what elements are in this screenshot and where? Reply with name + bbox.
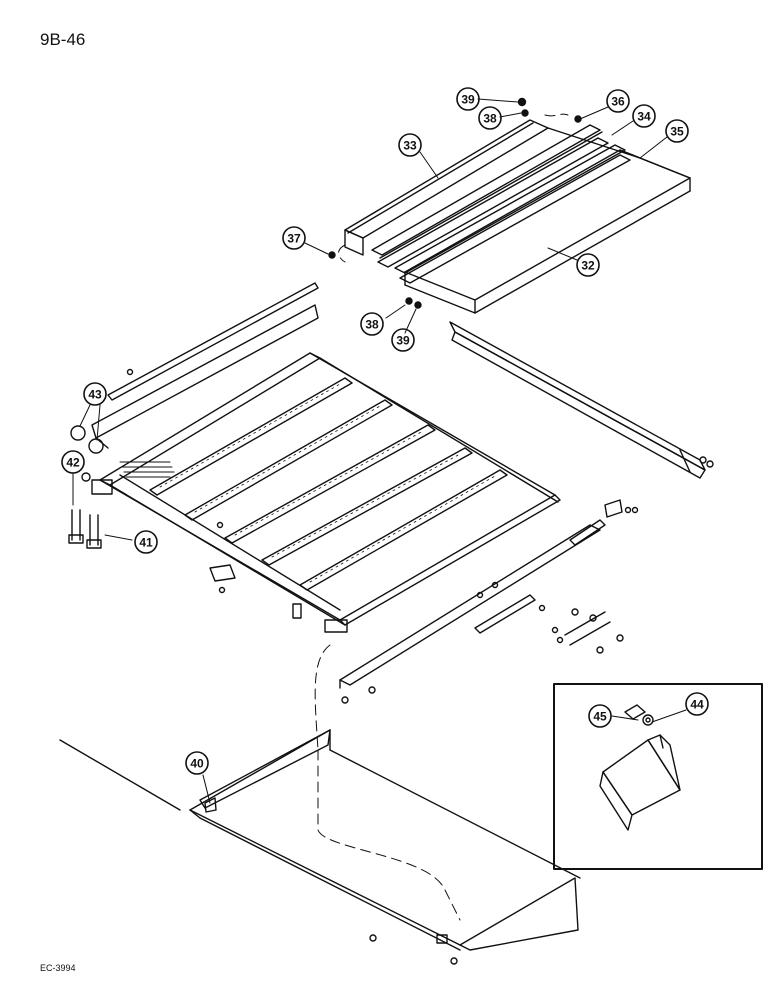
callout-label: 43 [88, 388, 102, 402]
callout-43: 43 [83, 382, 107, 406]
callout-label: 34 [637, 110, 651, 124]
callout-39-lower: 39 [391, 328, 415, 352]
callout-label: 35 [670, 125, 684, 139]
callout-35: 35 [665, 119, 689, 143]
arm-assembly [339, 499, 639, 704]
callout-label: 37 [287, 232, 301, 246]
callouts: 39 38 36 34 35 33 37 32 [61, 87, 709, 775]
callout-36: 36 [606, 89, 630, 113]
callout-32: 32 [576, 253, 600, 277]
callout-41: 41 [134, 530, 158, 554]
callout-40: 40 [185, 751, 209, 775]
page-code: 9B-46 [40, 30, 86, 49]
sieve-pan-32 [404, 149, 691, 314]
callout-label: 33 [403, 139, 417, 153]
drawing-code: EC-3994 [40, 963, 76, 973]
callout-label: 44 [690, 698, 704, 712]
callout-39: 39 [456, 87, 480, 111]
callout-44: 44 [685, 692, 709, 716]
callout-label: 38 [483, 112, 497, 126]
callout-label: 32 [581, 259, 595, 273]
bottom-pan [59, 729, 581, 965]
angle-rail-right [449, 321, 714, 479]
callout-label: 39 [396, 334, 410, 348]
callout-45: 45 [588, 704, 612, 728]
callout-label: 38 [365, 318, 379, 332]
callout-label: 41 [139, 536, 153, 550]
sieve-rails-34 [371, 124, 631, 284]
callout-33: 33 [398, 133, 422, 157]
callout-38: 38 [478, 106, 502, 130]
callout-label: 45 [593, 710, 607, 724]
inset-box [553, 683, 763, 870]
leader-lines [72, 98, 687, 804]
callout-label: 42 [66, 456, 80, 470]
callout-label: 40 [190, 757, 204, 771]
dash-lines [314, 113, 569, 921]
side-rail-upper [91, 282, 319, 449]
bolts-left [68, 425, 104, 549]
callout-37: 37 [282, 226, 306, 250]
callout-38-lower: 38 [360, 312, 384, 336]
callout-34: 34 [632, 104, 656, 128]
hardware-top [328, 97, 582, 309]
callout-label: 36 [611, 95, 625, 109]
callout-42: 42 [61, 450, 85, 474]
sieve-panel-35 [547, 127, 691, 179]
callout-label: 39 [461, 93, 475, 107]
main-frame [91, 352, 561, 633]
